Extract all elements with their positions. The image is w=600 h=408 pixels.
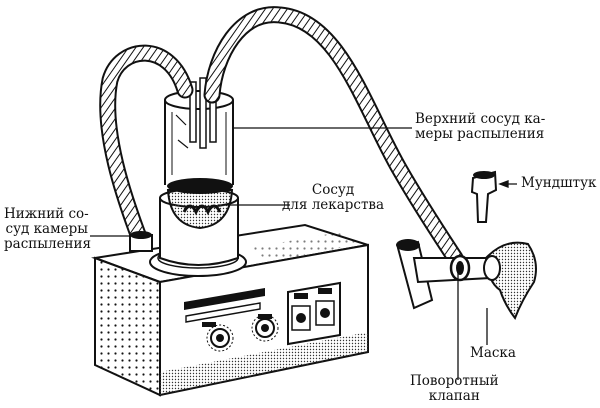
label-drug-vessel-line2: для лекарства: [282, 197, 385, 213]
hose-connector: [129, 231, 153, 252]
mouthpiece-icon: [470, 170, 498, 223]
label-mouthpiece-text: Мундштук: [521, 175, 597, 191]
label-valve-line1: Поворотный: [410, 373, 499, 389]
label-valve: Поворотный клапан: [410, 374, 499, 404]
label-mask: Маска: [470, 346, 516, 361]
upper-vessel: [164, 77, 234, 185]
knob-left-icon: [206, 324, 234, 352]
label-upper-vessel-line1: Верхний сосуд ка-: [415, 111, 546, 127]
control-panel: [184, 288, 272, 327]
label-drug-vessel: Сосуд для лекарства: [282, 183, 384, 213]
rotary-valve: [396, 239, 491, 310]
label-lower-vessel-line1: Нижний со-: [4, 206, 89, 222]
label-upper-vessel-line2: меры распыления: [415, 126, 545, 142]
knob-right-icon: [251, 314, 279, 342]
label-lower-vessel-line3: распыления: [4, 236, 92, 252]
label-lower-vessel: Нижний со- суд камеры распыления: [4, 206, 92, 252]
leader-lines: [90, 127, 517, 380]
label-lower-vessel-line2: суд камеры: [5, 221, 88, 237]
label-mouthpiece: Мундштук: [521, 176, 596, 191]
switch-panel: [287, 281, 341, 346]
label-drug-vessel-line1: Сосуд: [311, 182, 355, 198]
drug-cup: [166, 178, 234, 230]
mask: [483, 241, 537, 321]
label-upper-vessel: Верхний сосуд ка- меры распыления: [415, 112, 545, 142]
label-mask-text: Маска: [470, 345, 516, 361]
label-valve-line2: клапан: [428, 388, 480, 404]
